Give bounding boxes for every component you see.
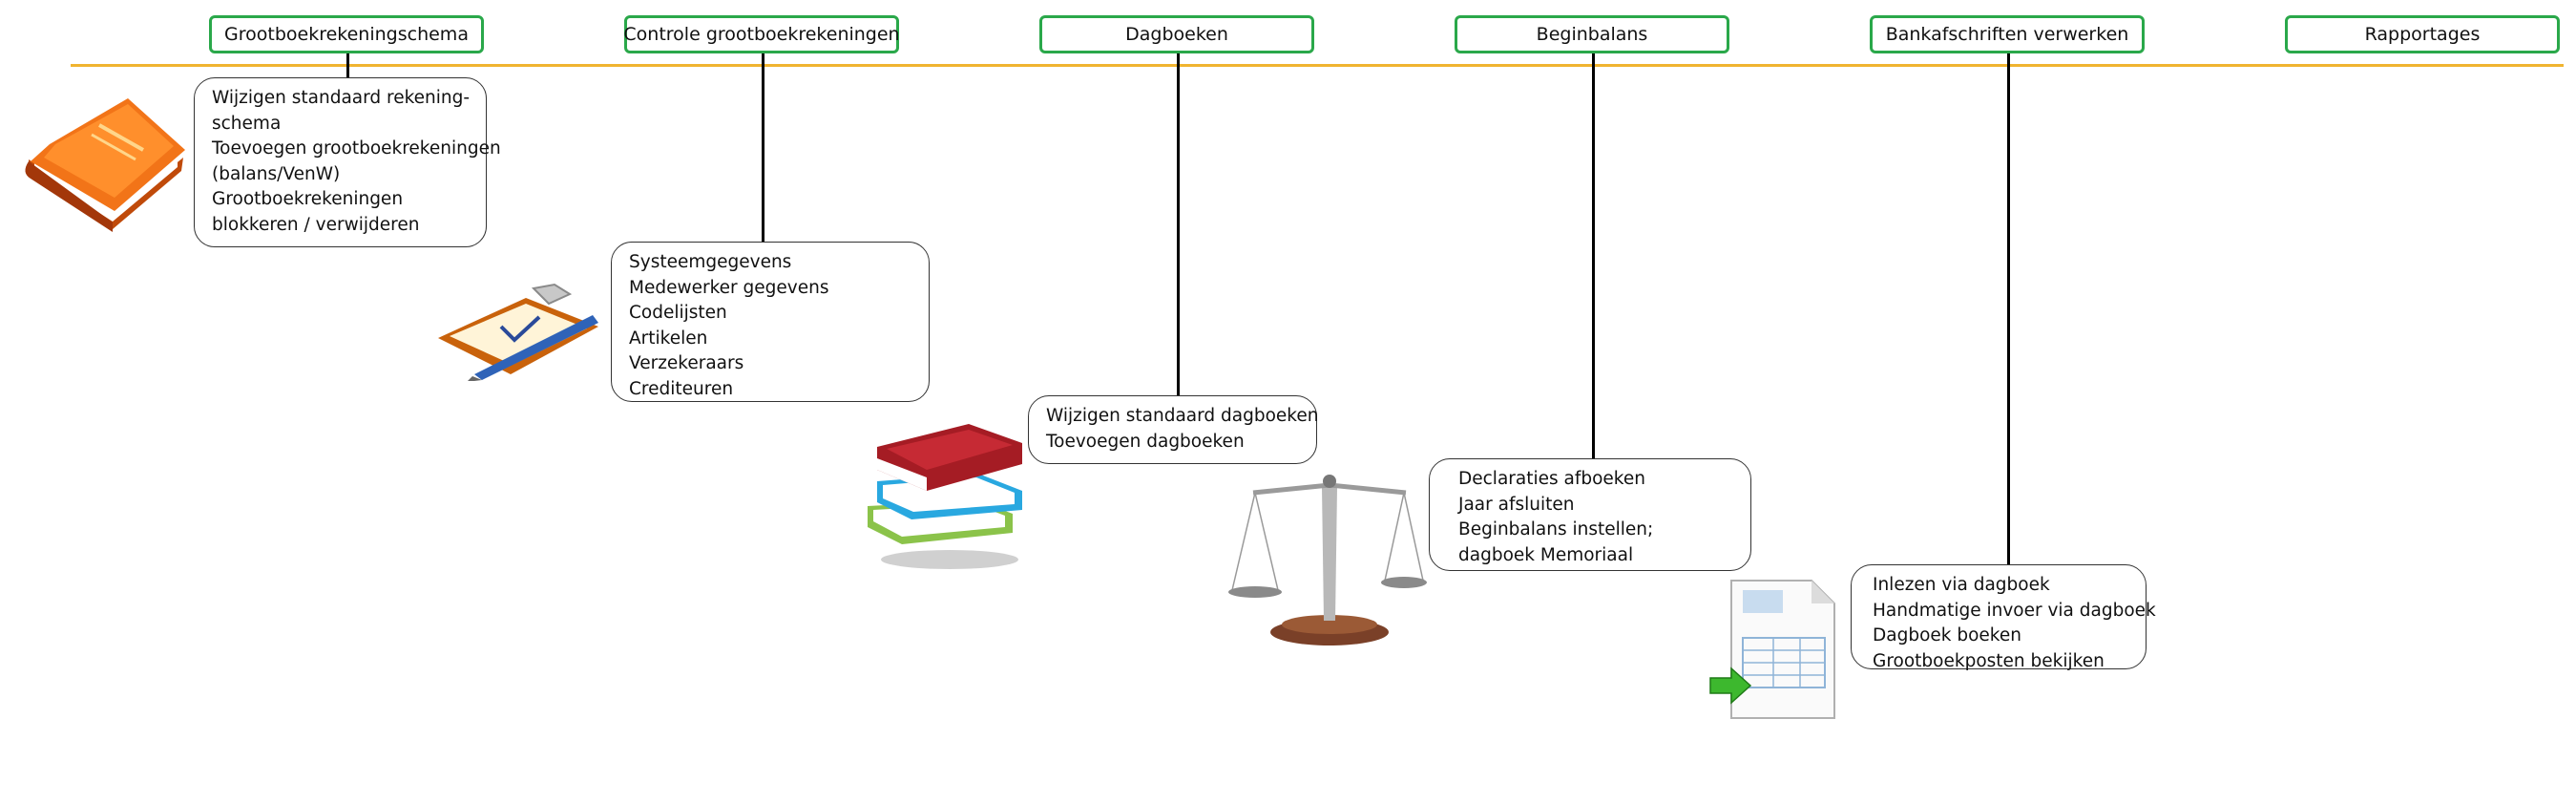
note-line: Codelijsten bbox=[629, 303, 727, 323]
connector-line bbox=[1592, 53, 1595, 458]
connector-line bbox=[346, 53, 349, 77]
connector-line bbox=[2007, 53, 2010, 564]
document-import-icon bbox=[1709, 580, 1835, 719]
note-line: (balans/VenW) bbox=[212, 163, 341, 184]
note-bankafschriften-verwerken: Inlezen via dagboek Handmatige invoer vi… bbox=[1851, 564, 2156, 671]
note-line: Dagboek boeken bbox=[1873, 625, 2021, 645]
scales-icon bbox=[1228, 475, 1427, 645]
note-line: Toevoegen dagboeken bbox=[1046, 431, 1245, 452]
note-line: Wijzigen standaard dagboeken bbox=[1046, 406, 1319, 426]
orange-book-icon bbox=[25, 98, 185, 232]
step-beginbalans[interactable]: Beginbalans bbox=[1455, 15, 1729, 53]
note-line: Crediteuren bbox=[629, 378, 734, 399]
note-line: schema bbox=[212, 113, 282, 134]
connector-line bbox=[762, 53, 764, 242]
note-line: Declaraties afboeken bbox=[1458, 469, 1645, 489]
note-line: Handmatige invoer via dagboek bbox=[1873, 600, 2156, 621]
step-dagboeken[interactable]: Dagboeken bbox=[1039, 15, 1314, 53]
note-line: blokkeren / verwijderen bbox=[212, 214, 420, 235]
note-line: Toevoegen grootboekrekeningen bbox=[212, 138, 501, 159]
note-line: Grootboekposten bekijken bbox=[1873, 650, 2105, 671]
book-stack-icon bbox=[868, 424, 1022, 569]
note-line: Medewerker gegevens bbox=[629, 277, 829, 298]
note-line: Beginbalans instellen; bbox=[1458, 519, 1654, 540]
note-line: Verzekeraars bbox=[629, 353, 744, 373]
note-line: Artikelen bbox=[629, 328, 708, 349]
note-controle-grootboekrekeningen: Systeemgegevens Medewerker gegevens Code… bbox=[611, 242, 930, 402]
note-beginbalans: Declaraties afboeken Jaar afsluiten Begi… bbox=[1429, 458, 1751, 571]
note-line: Jaar afsluiten bbox=[1458, 494, 1575, 515]
step-controle-grootboekrekeningen[interactable]: Controle grootboekrekeningen bbox=[623, 15, 900, 53]
note-line: Systeemgegevens bbox=[629, 252, 792, 272]
note-line: Wijzigen standaard rekening- bbox=[212, 88, 471, 108]
step-bankafschriften-verwerken[interactable]: Bankafschriften verwerken bbox=[1870, 15, 2145, 53]
note-line: Grootboekrekeningen bbox=[212, 189, 404, 209]
note-dagboeken: Wijzigen standaard dagboeken Toevoegen d… bbox=[1028, 395, 1319, 464]
connector-line bbox=[1177, 53, 1180, 395]
note-grootboekrekeningschema: Wijzigen standaard rekening- schema Toev… bbox=[194, 77, 501, 247]
note-line: Inlezen via dagboek bbox=[1873, 575, 2050, 595]
step-grootboekrekeningschema[interactable]: Grootboekrekeningschema bbox=[209, 15, 484, 53]
step-rapportages[interactable]: Rapportages bbox=[2285, 15, 2560, 53]
note-line: dagboek Memoriaal bbox=[1458, 544, 1634, 565]
timeline-line bbox=[71, 64, 2564, 67]
clipboard-pen-icon bbox=[438, 283, 598, 381]
